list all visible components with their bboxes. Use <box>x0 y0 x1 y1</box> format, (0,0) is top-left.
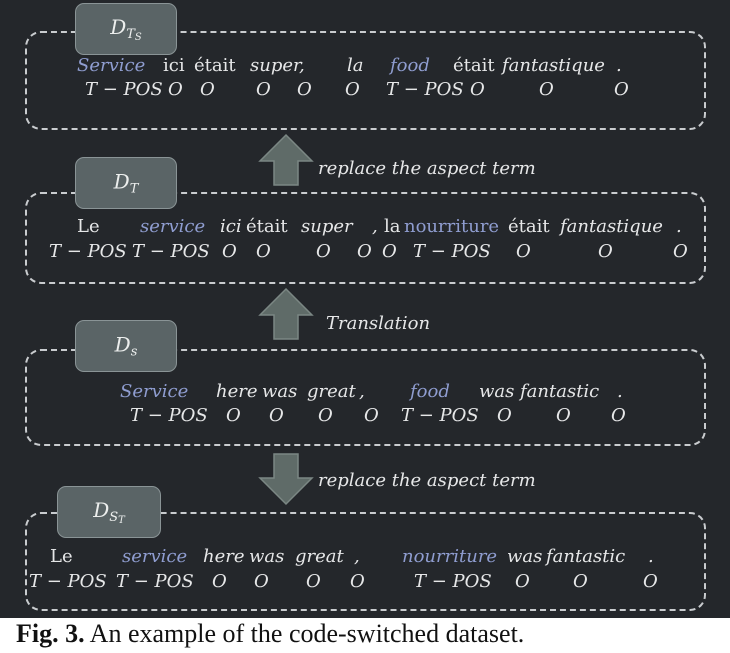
label-dt: DT <box>75 157 177 209</box>
tag: O <box>306 571 321 592</box>
word: . <box>648 546 654 567</box>
tag: O <box>611 405 626 426</box>
word: Service <box>77 55 146 76</box>
word: service <box>140 216 206 237</box>
word: was <box>507 546 543 567</box>
tag: O <box>673 241 688 262</box>
tag: O <box>212 571 227 592</box>
tag: O <box>497 405 512 426</box>
tag: O <box>515 571 530 592</box>
word: food <box>410 381 450 402</box>
word: était <box>194 55 236 76</box>
word: food <box>390 55 430 76</box>
word: était <box>246 216 288 237</box>
tag: O <box>222 241 237 262</box>
tag: T − POS <box>413 241 491 262</box>
step-label-replace-top: replace the aspect term <box>318 158 536 179</box>
caption-background <box>0 618 730 653</box>
tag: O <box>382 241 397 262</box>
tag: O <box>297 79 312 100</box>
word: la <box>347 55 364 76</box>
tag: O <box>516 241 531 262</box>
tag: O <box>200 79 215 100</box>
word: service <box>122 546 188 567</box>
word: super <box>301 216 353 237</box>
tag: T − POS <box>130 405 208 426</box>
tag: O <box>539 79 554 100</box>
tag: T − POS <box>386 79 464 100</box>
word: here <box>216 381 258 402</box>
tag: T − POS <box>29 571 107 592</box>
tag: O <box>226 405 241 426</box>
word: here <box>203 546 245 567</box>
tag: O <box>364 405 379 426</box>
word: était <box>453 55 495 76</box>
word: ici <box>163 55 185 76</box>
word: était <box>508 216 550 237</box>
tag: O <box>556 405 571 426</box>
tag: O <box>643 571 658 592</box>
word: fantastic <box>520 381 600 402</box>
up-arrow-icon <box>258 133 314 186</box>
caption-text: An example of the code-switched dataset. <box>84 619 525 648</box>
step-label-replace-bottom: replace the aspect term <box>318 470 536 491</box>
word: Le <box>77 216 100 237</box>
tag: O <box>269 405 284 426</box>
up-arrow-icon <box>258 287 314 340</box>
word: nourriture <box>404 216 500 237</box>
tag: O <box>256 79 271 100</box>
tag: O <box>316 241 331 262</box>
tag: O <box>254 571 269 592</box>
word: fantastic <box>546 546 626 567</box>
word: nourriture <box>402 546 498 567</box>
word: was <box>262 381 298 402</box>
label-ds: Ds <box>75 320 177 372</box>
figure-caption: Fig. 3. An example of the code-switched … <box>16 619 524 649</box>
diagram: DTS Service ici était super , la food ét… <box>25 3 706 611</box>
tag: O <box>256 241 271 262</box>
word: fantastique <box>560 216 663 237</box>
label-dst: DST <box>57 486 161 538</box>
word: great <box>295 546 344 567</box>
tag: T − POS <box>116 571 194 592</box>
tag: O <box>598 241 613 262</box>
tag: O <box>345 79 360 100</box>
tag: O <box>357 241 372 262</box>
block-dst <box>25 512 706 611</box>
word: was <box>249 546 285 567</box>
tag: O <box>318 405 333 426</box>
tag: O <box>470 79 485 100</box>
label-dts: DTS <box>75 3 177 55</box>
word: . <box>676 216 682 237</box>
tag: T − POS <box>132 241 210 262</box>
tag: O <box>614 79 629 100</box>
word: Le <box>50 546 73 567</box>
block-ds <box>25 349 706 446</box>
word: ici <box>220 216 242 237</box>
tag: O <box>350 571 365 592</box>
word: , <box>299 55 305 76</box>
figure-number: Fig. 3. <box>16 619 85 648</box>
block-dts <box>25 31 706 130</box>
word: super <box>250 55 302 76</box>
word: , <box>354 546 360 567</box>
word: Service <box>120 381 189 402</box>
down-arrow-icon <box>258 453 314 506</box>
tag: T − POS <box>401 405 479 426</box>
block-dt <box>25 192 706 284</box>
word: fantastique <box>502 55 605 76</box>
word: . <box>616 55 622 76</box>
tag: O <box>168 79 183 100</box>
tag: T − POS <box>85 79 163 100</box>
word: . <box>617 381 623 402</box>
word: , <box>359 381 365 402</box>
word: , <box>372 216 378 237</box>
tag: O <box>573 571 588 592</box>
tag: T − POS <box>49 241 127 262</box>
tag: T − POS <box>414 571 492 592</box>
step-label-translation: Translation <box>326 313 431 334</box>
word: great <box>307 381 356 402</box>
word: was <box>479 381 515 402</box>
word: la <box>384 216 401 237</box>
